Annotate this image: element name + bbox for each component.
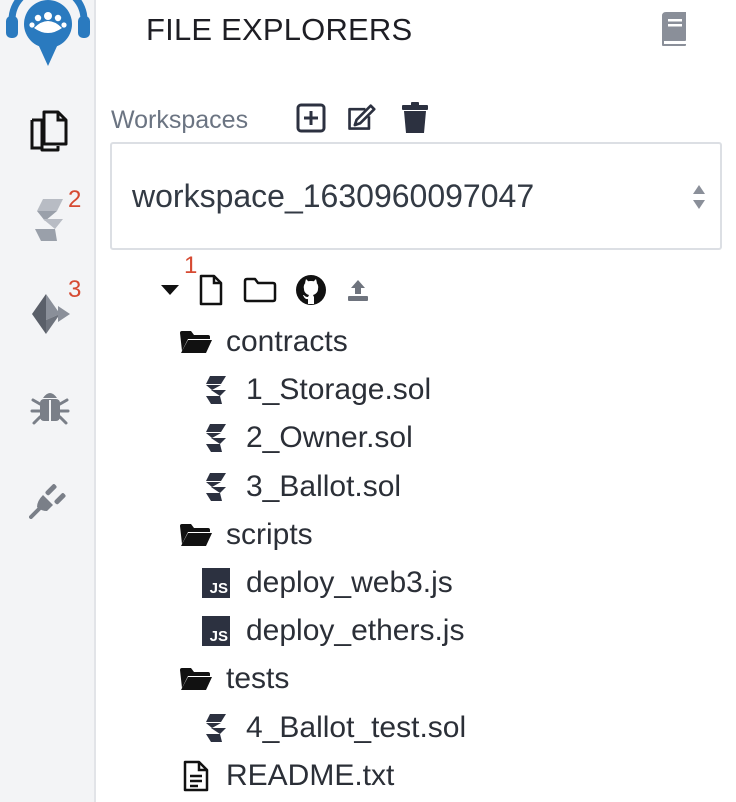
tree-item-label: 2_Owner.sol [246, 421, 413, 454]
rename-workspace-button[interactable] [346, 102, 376, 134]
tree-file[interactable]: 4_Ballot_test.sol [196, 706, 466, 750]
tree-item-label: 3_Ballot.sol [246, 470, 402, 503]
tree-file[interactable]: 1_Storage.sol [196, 368, 431, 412]
solidity-compiler-icon[interactable] [26, 196, 74, 244]
folder-open-icon [176, 322, 216, 362]
ethereum-deploy-icon[interactable] [26, 290, 74, 338]
github-icon [296, 275, 326, 305]
text-file-icon [176, 756, 216, 796]
new-file-badge: 1 [184, 252, 198, 279]
compiler-badge: 2 [68, 186, 82, 213]
bug-icon[interactable] [26, 382, 74, 430]
tree-item-label: scripts [226, 518, 313, 551]
workspace-select[interactable]: workspace_1630960097047 [110, 142, 722, 250]
sort-arrows-icon [693, 185, 705, 209]
files-icon[interactable] [26, 106, 74, 154]
js-file-icon: JS [196, 563, 236, 603]
tree-item-label: contracts [226, 325, 348, 358]
book-icon[interactable] [658, 12, 688, 46]
remix-logo-icon[interactable] [6, 0, 90, 66]
new-file-button[interactable] [196, 270, 226, 310]
upload-button[interactable] [344, 270, 372, 310]
upload-icon [348, 280, 368, 301]
tree-item-label: 4_Ballot_test.sol [246, 711, 467, 744]
tree-item-label: deploy_web3.js [246, 566, 453, 599]
folder-open-icon [176, 659, 216, 699]
tree-folder[interactable]: scripts [176, 513, 313, 557]
tree-item-label: deploy_ethers.js [246, 614, 465, 647]
delete-workspace-button[interactable] [400, 102, 430, 134]
solidity-file-icon [196, 418, 236, 458]
workspaces-label: Workspaces [111, 106, 249, 134]
tree-item-label: tests [226, 662, 290, 695]
panel-title: FILE EXPLORERS [146, 12, 413, 47]
tree-folder[interactable]: contracts [176, 320, 348, 364]
workspace-select-value: workspace_1630960097047 [132, 178, 535, 214]
new-folder-button[interactable] [242, 270, 278, 310]
plus-square-icon [296, 103, 326, 133]
js-badge-text: JS [202, 568, 230, 598]
solidity-file-icon [196, 708, 236, 748]
deploy-badge: 3 [68, 276, 82, 303]
folder-open-icon [176, 515, 216, 555]
js-file-icon: JS [196, 611, 236, 651]
caret-down-icon[interactable] [158, 270, 182, 310]
tree-file[interactable]: README.txt [176, 754, 394, 798]
tree-file[interactable]: JS deploy_web3.js [196, 561, 453, 605]
tree-item-label: 1_Storage.sol [246, 373, 432, 406]
solidity-file-icon [196, 467, 236, 507]
tree-file[interactable]: JS deploy_ethers.js [196, 609, 464, 653]
js-badge-text: JS [202, 616, 230, 646]
solidity-file-icon [196, 370, 236, 410]
folder-icon [243, 277, 277, 303]
tree-folder[interactable]: tests [176, 657, 289, 701]
file-explorer-panel: FILE EXPLORERS Workspaces workspac [98, 0, 736, 802]
create-workspace-button[interactable] [296, 102, 326, 134]
trash-icon [402, 102, 428, 133]
file-icon [199, 274, 223, 306]
edit-icon [348, 104, 376, 130]
tree-file[interactable]: 3_Ballot.sol [196, 465, 401, 509]
plug-icon[interactable] [26, 474, 74, 522]
icon-panel: 2 3 [0, 0, 96, 802]
tree-file[interactable]: 2_Owner.sol [196, 416, 413, 460]
github-button[interactable] [294, 270, 328, 310]
tree-item-label: README.txt [226, 759, 395, 792]
